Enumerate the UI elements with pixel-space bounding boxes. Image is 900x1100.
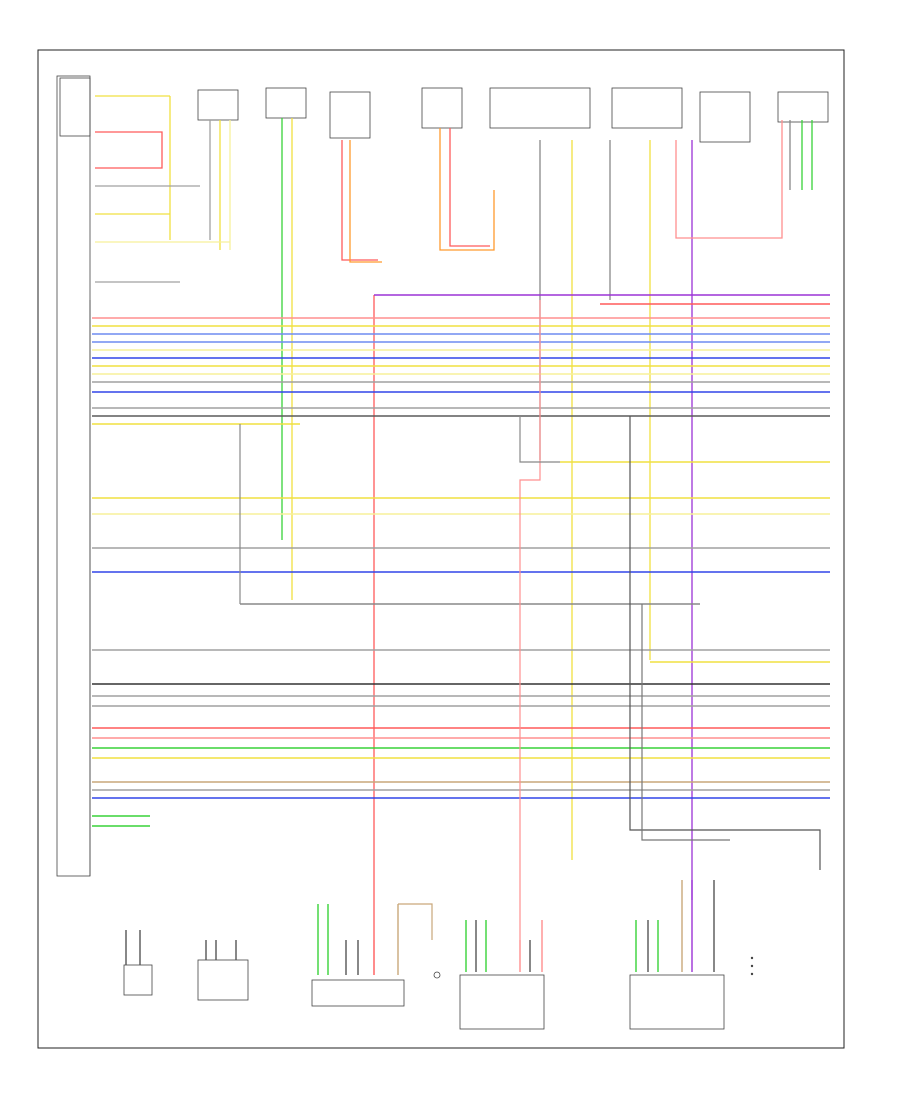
connector-b-box: [265, 87, 307, 119]
connector-traces: [239, 300, 821, 940]
legend-mark-1: [750, 956, 754, 960]
wire-pink-g: [675, 120, 783, 239]
diagram-frame: [37, 49, 845, 1049]
legend-mark-3: [750, 972, 754, 976]
switch-box: [59, 77, 91, 137]
top-vertical-wires: [169, 96, 813, 940]
top-components: [197, 87, 829, 143]
wire-red-c: [341, 140, 378, 261]
wire-gray-loop: [519, 416, 560, 463]
legend-mark-2: [750, 964, 754, 968]
connector-h-box: [777, 91, 829, 123]
module-box-3: [629, 974, 725, 1030]
wire-red-d: [449, 128, 490, 247]
horizontal-bus: [92, 294, 830, 827]
ground-symbol: [433, 971, 441, 979]
wire-dark-right: [629, 416, 821, 870]
wire-red-switch: [95, 131, 163, 169]
connector-d-box: [421, 87, 463, 129]
connector-f-box: [611, 87, 683, 129]
wire-tan-bottom: [398, 903, 433, 940]
connector-c-box: [329, 91, 371, 139]
wire-orange-d: [439, 128, 495, 251]
left-switch-wiring: [95, 95, 230, 283]
wire-orange-c: [349, 140, 382, 263]
module-box-1: [311, 979, 405, 1007]
connector-g-box: [699, 91, 751, 143]
legend: [750, 956, 754, 976]
module-box-2: [459, 974, 545, 1030]
wire-pink-e: [519, 300, 541, 940]
main-module-outline: [56, 75, 91, 877]
sensor-box-2: [197, 959, 249, 1001]
wire-gray-right: [641, 604, 730, 841]
bottom-pins: [125, 880, 715, 975]
connector-a-box: [197, 89, 239, 121]
bottom-components: [123, 959, 725, 1030]
connector-e-box: [489, 87, 591, 129]
sensor-box-1: [123, 964, 153, 996]
